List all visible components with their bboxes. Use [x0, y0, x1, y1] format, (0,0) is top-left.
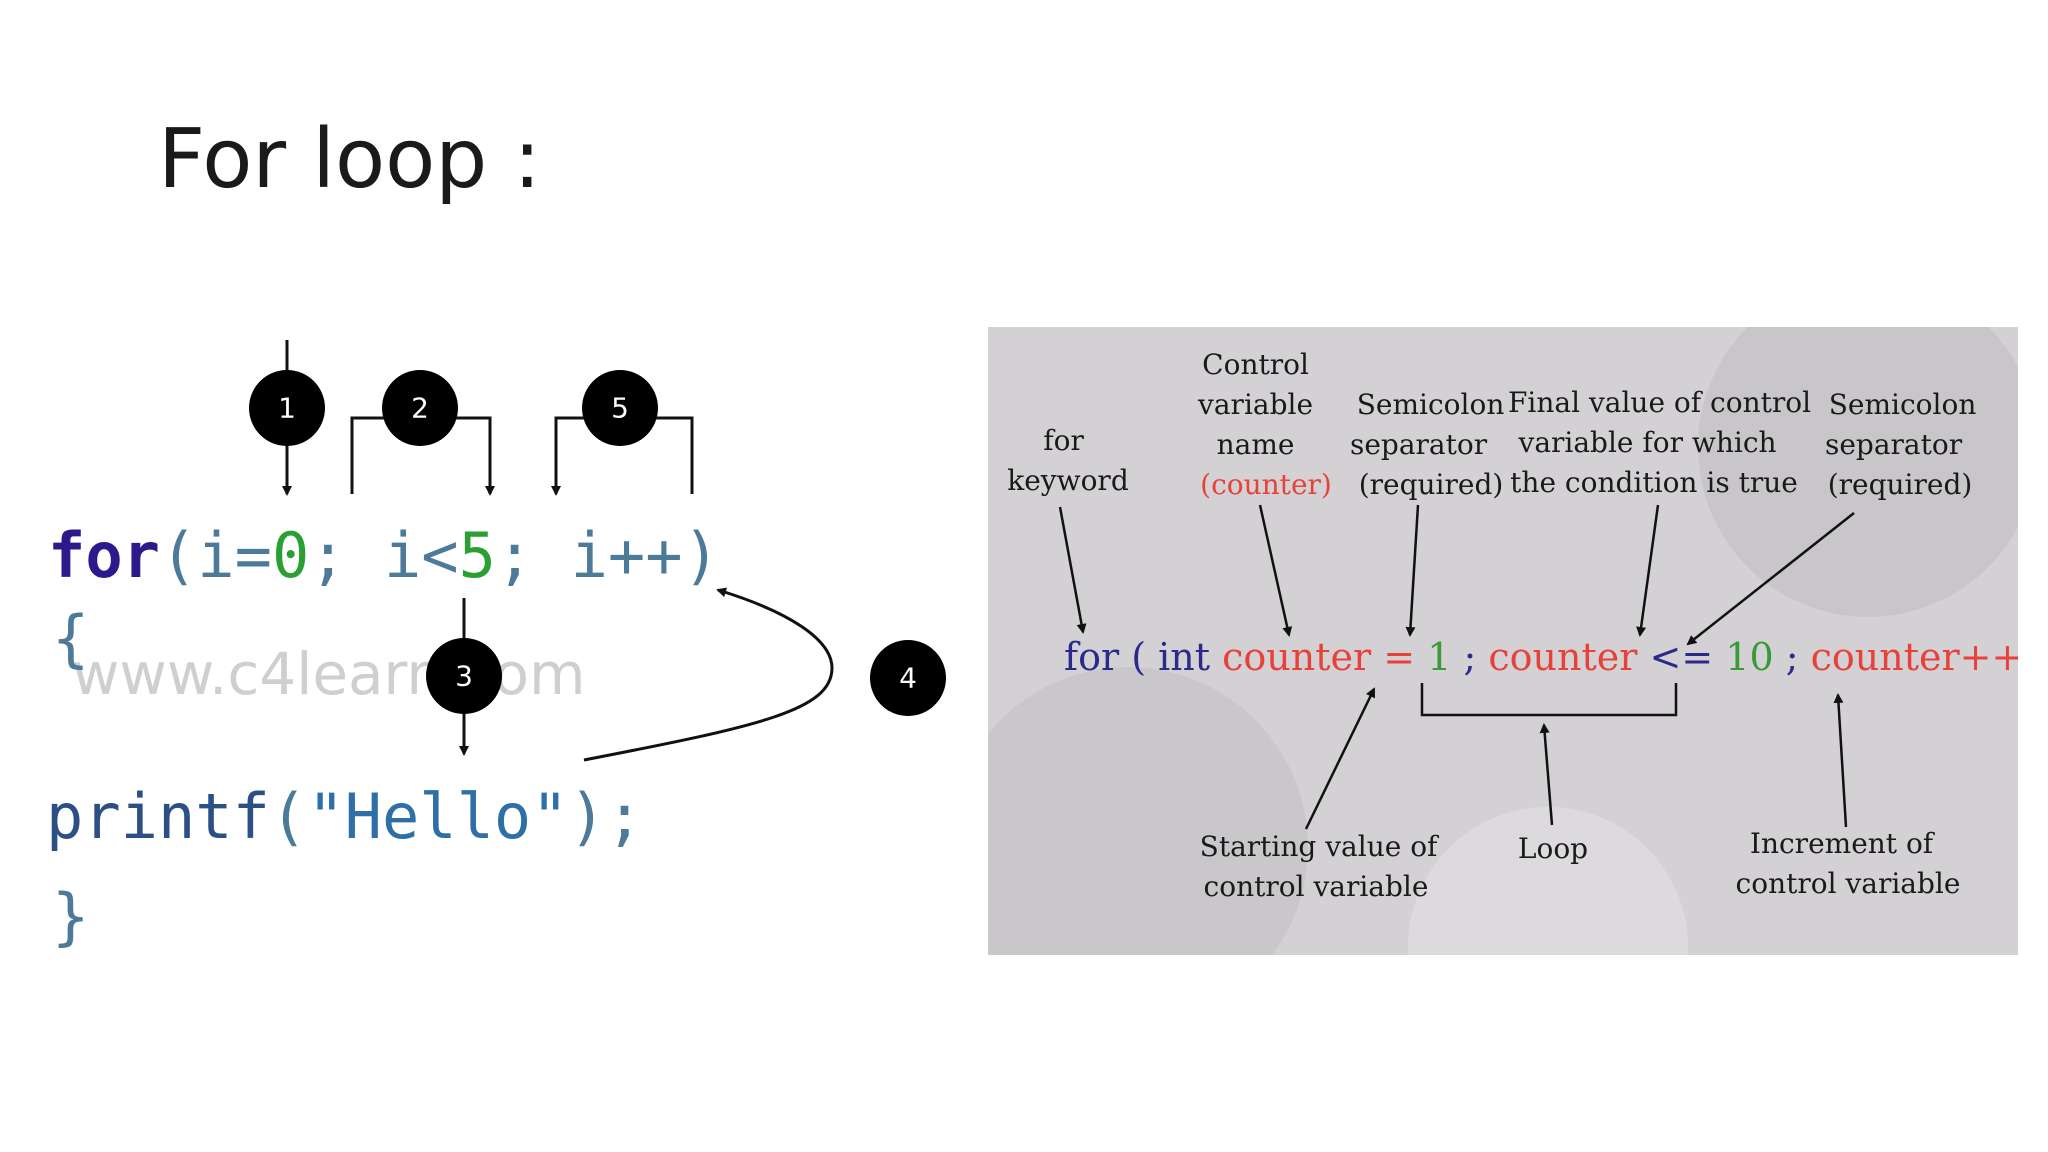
svg-text:2: 2 [411, 392, 429, 425]
annotation-semicolon-1: Semicolon separator (required) [1350, 388, 1513, 501]
stmt-for: for [1064, 635, 1120, 679]
stmt-less-equal: <= [1650, 635, 1714, 679]
stmt-equals: = [1383, 635, 1415, 679]
for-loop-code-diagram: www.c4learn.com for(i=0; i<5; i++) { pri… [46, 340, 946, 953]
stmt-int: int [1158, 635, 1210, 679]
init-part: (i= [160, 519, 272, 592]
step-badge-3: 3 [426, 638, 502, 714]
stmt-semicolon-2: ; [1786, 635, 1799, 679]
for-statement: for ( int counter = 1 ; counter <= 10 ; … [1064, 635, 2018, 679]
increment-part: ; i++) [496, 519, 720, 592]
stmt-counter-increment: counter [1811, 635, 1961, 679]
stmt-counter-init: counter [1222, 635, 1372, 679]
arrow-control-name [1258, 504, 1293, 637]
step-badge-5: 5 [582, 370, 658, 446]
init-value: 0 [272, 519, 309, 592]
stmt-increment-op: ++ [1960, 635, 2018, 679]
svg-text:5: 5 [611, 392, 629, 425]
printf-function: printf [46, 780, 270, 853]
svg-text:1: 1 [278, 392, 296, 425]
for-loop-anatomy-diagram: for keyword Control variable name (count… [988, 327, 2018, 955]
brace-open: { [52, 602, 89, 675]
page-title: For loop : [158, 112, 542, 207]
arrow-for-keyword [1058, 506, 1087, 634]
arrow-final-value [1636, 504, 1660, 637]
bg-shape [1698, 327, 2018, 617]
printf-open-paren: ( [270, 780, 307, 853]
for-keyword: for [48, 519, 160, 592]
step-badge-1: 1 [249, 370, 325, 446]
arrow-increment [1833, 693, 1848, 828]
svg-text:3: 3 [455, 660, 473, 693]
hello-string: "Hello" [307, 780, 568, 853]
condition-part: ; i< [309, 519, 458, 592]
for-loop-anatomy-panel: for keyword Control variable name (count… [988, 327, 2018, 955]
stmt-semicolon-1: ; [1463, 635, 1476, 679]
condition-value: 5 [459, 519, 496, 592]
annotation-loop: Loop [1518, 832, 1588, 865]
bg-shape [1408, 807, 1688, 955]
arrow-semicolon-1 [1405, 504, 1420, 637]
brace-close: } [52, 880, 89, 953]
annotation-increment: Increment of control variable [1736, 827, 1961, 900]
stmt-start-value: 1 [1427, 635, 1451, 679]
bg-shape [988, 667, 1308, 955]
annotation-final-value: Final value of control variable for whic… [1508, 386, 1820, 499]
stmt-counter-condition: counter [1488, 635, 1638, 679]
svg-text:4: 4 [899, 662, 917, 695]
stmt-open-paren: ( [1131, 635, 1146, 679]
arrow-loop [1539, 723, 1554, 826]
step-badge-2: 2 [382, 370, 458, 446]
step4-curve-arrow [583, 587, 834, 762]
step-badge-4: 4 [870, 640, 946, 716]
code-line-printf: printf("Hello"); [46, 780, 643, 853]
annotation-starting-value: Starting value of control variable [1200, 830, 1447, 903]
annotation-semicolon-2: Semicolon separator (required) [1825, 388, 1985, 501]
loop-bracket [1420, 683, 1678, 717]
printf-close: ); [569, 780, 644, 853]
stmt-final-value: 10 [1725, 635, 1773, 679]
watermark-text: www.c4learn.com [72, 640, 585, 708]
annotation-control-variable-name: Control variable name (counter) [1197, 348, 1332, 501]
code-line-for: for(i=0; i<5; i++) [48, 519, 720, 592]
arrow-starting-value [1304, 687, 1376, 830]
annotation-for-keyword: for keyword [1007, 424, 1129, 497]
arrow-semicolon-2 [1686, 512, 1855, 646]
